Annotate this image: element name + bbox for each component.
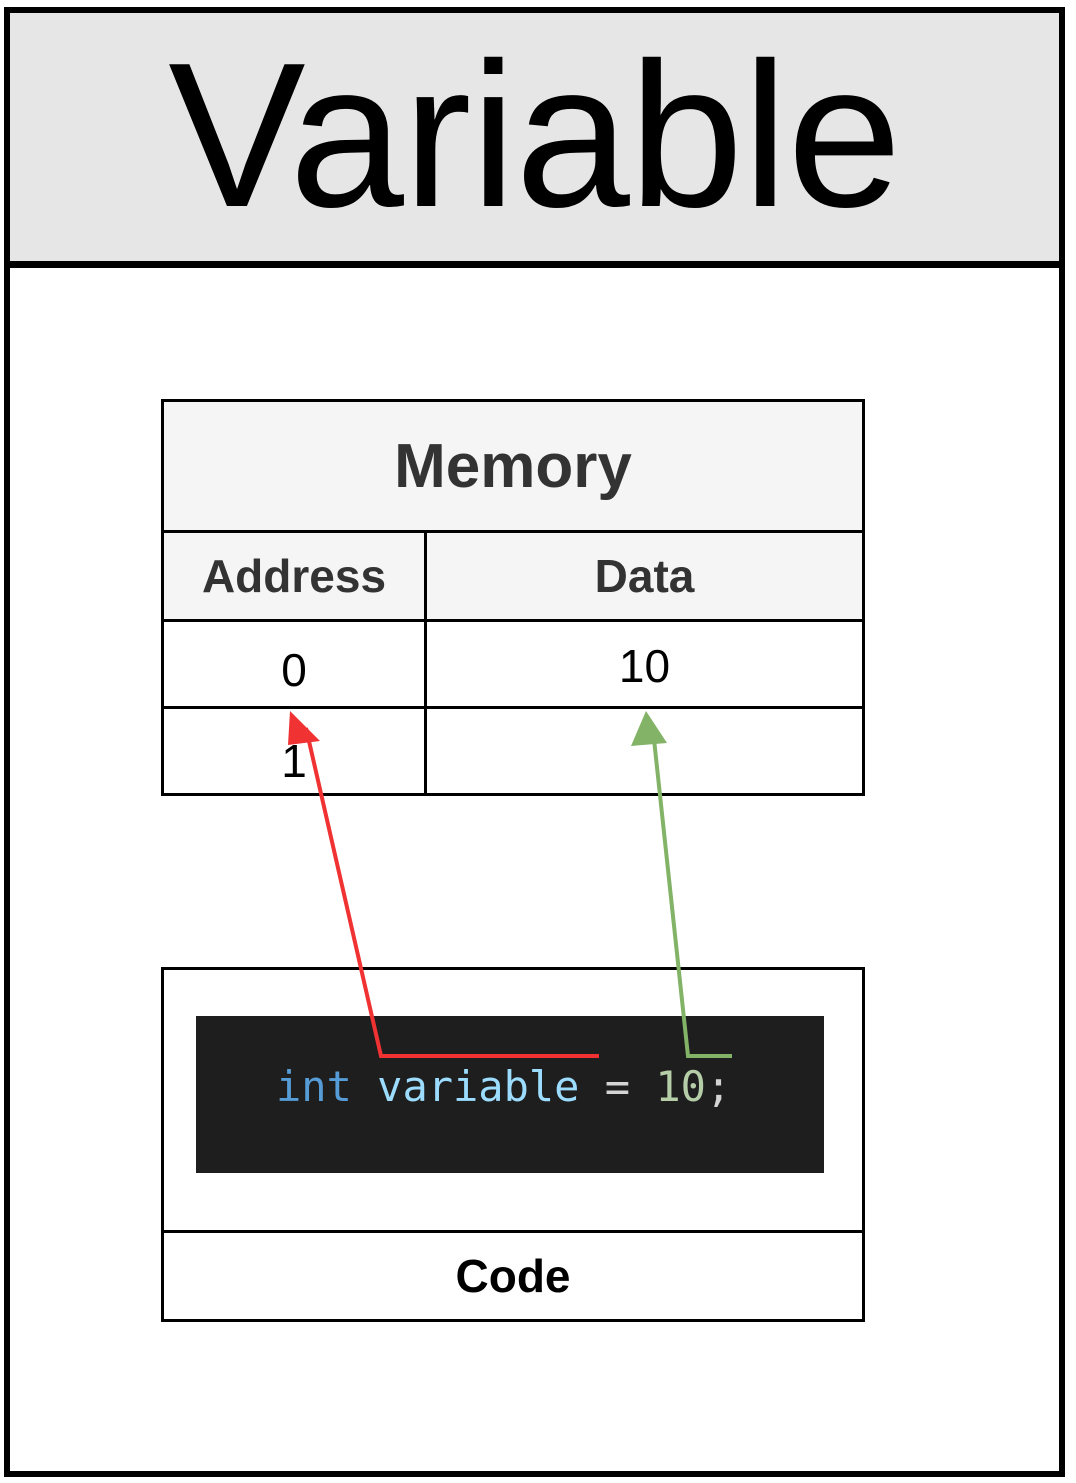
memory-table: Memory Address Data 0 10 1	[161, 399, 865, 796]
address-cell: 1	[164, 709, 427, 793]
data-value: 10	[618, 640, 671, 692]
address-cell: 0	[164, 622, 427, 706]
code-box: int variable = 10; Code	[161, 967, 865, 1322]
memory-row: 0 10	[164, 622, 862, 709]
code-variable-name: variable	[377, 1062, 580, 1111]
code-label: Code	[455, 1250, 571, 1302]
memory-table-title: Memory	[164, 402, 862, 533]
code-area: int variable = 10;	[164, 970, 862, 1233]
address-value: 1	[281, 735, 307, 787]
data-header: Data	[594, 550, 695, 602]
memory-header-row: Address Data	[164, 533, 862, 622]
data-cell	[427, 709, 862, 793]
code-value: 10	[655, 1062, 706, 1111]
code-snippet: int variable = 10;	[196, 1016, 824, 1173]
title-bar: Variable	[10, 13, 1059, 268]
code-terminator: ;	[705, 1062, 732, 1111]
data-cell: 10	[427, 622, 862, 706]
diagram-title: Variable	[168, 20, 902, 250]
memory-row: 1	[164, 709, 862, 793]
code-line: int variable = 10;	[276, 1062, 731, 1112]
code-operator: =	[604, 1062, 631, 1111]
code-keyword: int	[276, 1062, 352, 1111]
address-header: Address	[164, 533, 427, 619]
address-value: 0	[281, 644, 307, 696]
